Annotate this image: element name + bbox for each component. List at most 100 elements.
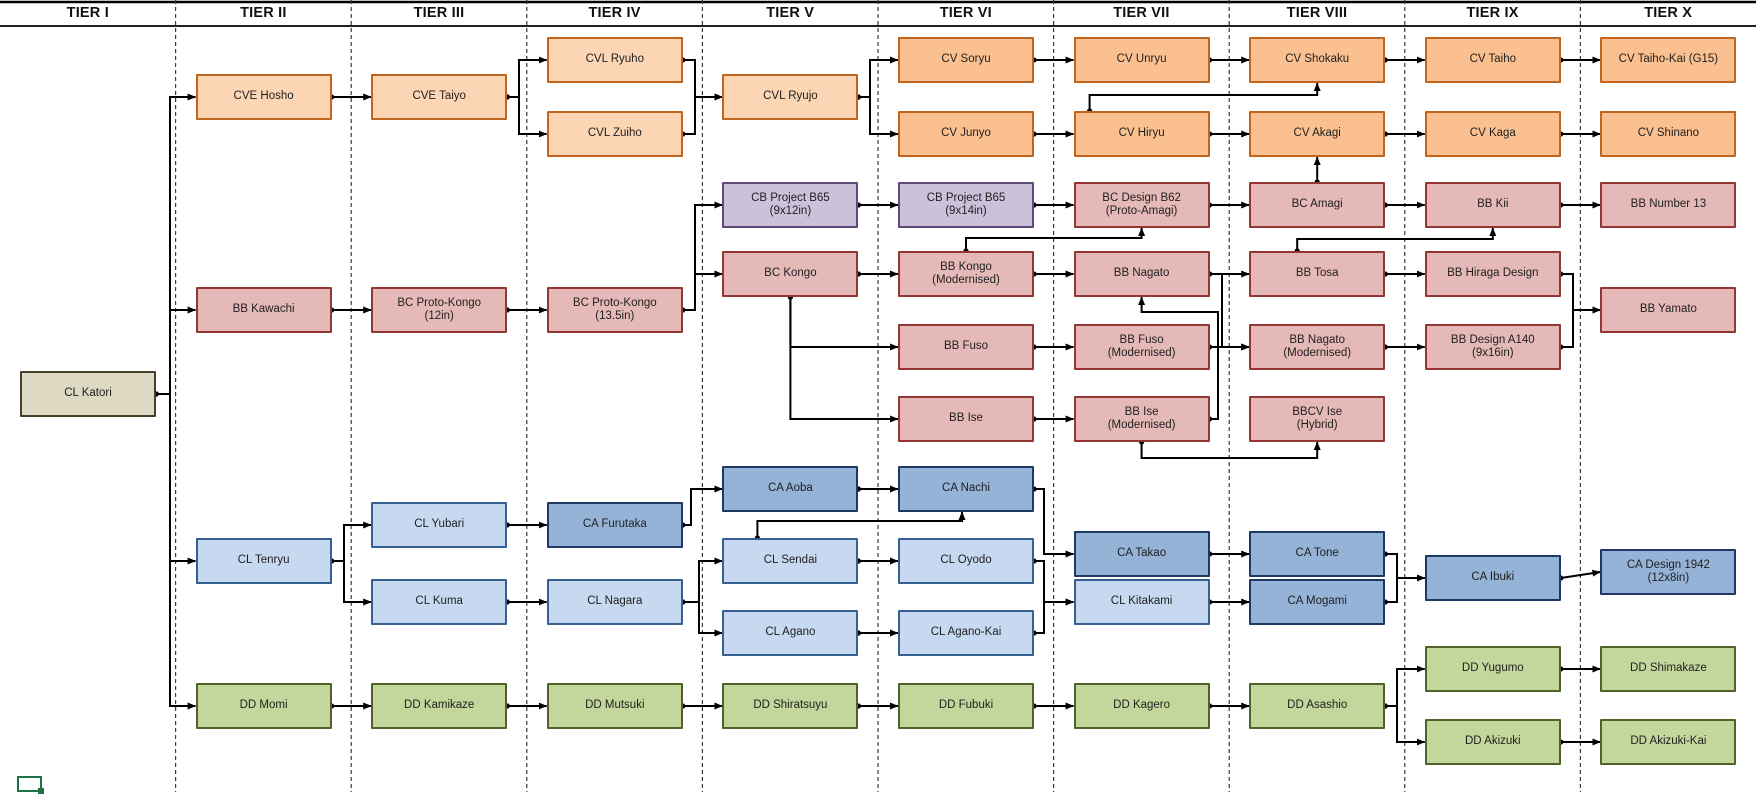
- node-hiraga[interactable]: BB Hiraga Design: [1424, 251, 1561, 297]
- node-agano[interactable]: CL Agano: [722, 610, 859, 656]
- node-sublabel: (Hybrid): [1296, 419, 1338, 431]
- node-label: CV Soryu: [941, 53, 991, 66]
- node-sublabel: (13.5in): [595, 310, 635, 322]
- node-label: BC Design B62: [1102, 191, 1181, 204]
- node-nagatomod[interactable]: BB Nagato(Modernised): [1249, 324, 1386, 370]
- node-a140[interactable]: BB Design A140(9x16in): [1424, 324, 1561, 370]
- node-label: CB Project B65: [926, 191, 1006, 204]
- selected-cell-marker[interactable]: [17, 776, 42, 792]
- node-kii[interactable]: BB Kii: [1424, 182, 1561, 228]
- node-oyodo[interactable]: CL Oyodo: [898, 538, 1034, 584]
- node-kongomod[interactable]: BB Kongo(Modernised): [898, 251, 1034, 297]
- node-label: BB Ise: [1124, 405, 1159, 418]
- node-ibuki[interactable]: CA Ibuki: [1424, 555, 1561, 601]
- connector: [754, 511, 966, 541]
- node-tosa[interactable]: BB Tosa: [1249, 251, 1386, 297]
- node-unryu[interactable]: CV Unryu: [1073, 37, 1210, 83]
- node-ise[interactable]: BB Ise: [898, 396, 1034, 442]
- node-zuiho[interactable]: CVL Zuiho: [546, 111, 683, 157]
- node-label: BB Tosa: [1295, 267, 1339, 280]
- node-fusomod[interactable]: BB Fuso(Modernised): [1073, 324, 1210, 370]
- node-tenryu[interactable]: CL Tenryu: [195, 538, 332, 584]
- node-fuso[interactable]: BB Fuso: [898, 324, 1034, 370]
- node-taiyo[interactable]: CVE Taiyo: [371, 74, 508, 120]
- tier-header-7: TIER VII: [1113, 5, 1170, 21]
- node-b65b[interactable]: CB Project B65(9x14in): [898, 182, 1034, 228]
- node-label: BC Kongo: [764, 267, 817, 280]
- node-sublabel: (Modernised): [1107, 419, 1176, 431]
- node-label: CV Unryu: [1116, 53, 1167, 66]
- node-no13[interactable]: BB Number 13: [1600, 182, 1737, 228]
- node-katori[interactable]: CL Katori: [20, 371, 156, 417]
- connector: [329, 558, 372, 606]
- node-akizuki[interactable]: DD Akizuki: [1424, 719, 1561, 765]
- node-yugumo[interactable]: DD Yugumo: [1424, 646, 1561, 692]
- node-label: BB Fuso: [943, 340, 989, 353]
- node-shinano[interactable]: CV Shinano: [1600, 111, 1737, 157]
- node-label: BB Kongo: [940, 260, 992, 273]
- node-soryu[interactable]: CV Soryu: [898, 37, 1034, 83]
- node-mutsuki[interactable]: DD Mutsuki: [546, 683, 683, 729]
- node-label: BB Kawachi: [232, 303, 295, 316]
- node-design1942[interactable]: CA Design 1942(12x8in): [1600, 549, 1737, 595]
- connector: [1558, 306, 1601, 350]
- node-b62[interactable]: BC Design B62(Proto-Amagi): [1073, 182, 1210, 228]
- node-momi[interactable]: DD Momi: [195, 683, 332, 729]
- node-kamikaze[interactable]: DD Kamikaze: [371, 683, 508, 729]
- connector: [680, 270, 723, 313]
- node-nagara[interactable]: CL Nagara: [546, 579, 683, 625]
- node-label: CVE Hosho: [233, 90, 294, 103]
- node-hosho[interactable]: CVE Hosho: [195, 74, 332, 120]
- node-nagato[interactable]: BB Nagato: [1073, 251, 1210, 297]
- node-ryujo[interactable]: CVL Ryujo: [722, 74, 859, 120]
- node-akizukikai[interactable]: DD Akizuki-Kai: [1600, 719, 1737, 765]
- fill-handle[interactable]: [38, 788, 44, 794]
- node-isemod[interactable]: BB Ise(Modernised): [1073, 396, 1210, 442]
- node-amagi[interactable]: BC Amagi: [1249, 182, 1386, 228]
- node-fubuki[interactable]: DD Fubuki: [898, 683, 1034, 729]
- node-aganokai[interactable]: CL Agano-Kai: [898, 610, 1034, 656]
- node-sublabel: (12in): [424, 310, 454, 322]
- node-asashio[interactable]: DD Asashio: [1249, 683, 1386, 729]
- tier-header-1: TIER I: [66, 5, 109, 21]
- node-akagi[interactable]: CV Akagi: [1249, 111, 1386, 157]
- node-kongo[interactable]: BC Kongo: [722, 251, 859, 297]
- node-label: CL Kuma: [415, 595, 463, 608]
- connector: [1087, 82, 1321, 114]
- node-b65a[interactable]: CB Project B65(9x12in): [722, 182, 859, 228]
- node-takao[interactable]: CA Takao: [1073, 531, 1210, 577]
- node-sendai[interactable]: CL Sendai: [722, 538, 859, 584]
- node-label: CA Takao: [1117, 547, 1167, 560]
- node-ryuho[interactable]: CVL Ryuho: [546, 37, 683, 83]
- node-aoba[interactable]: CA Aoba: [722, 466, 859, 512]
- node-yubari[interactable]: CL Yubari: [371, 502, 508, 548]
- node-label: BBCV Ise: [1292, 405, 1343, 418]
- node-hiryu[interactable]: CV Hiryu: [1073, 111, 1210, 157]
- node-tone[interactable]: CA Tone: [1249, 531, 1386, 577]
- node-bbcv[interactable]: BBCV Ise(Hybrid): [1249, 396, 1386, 442]
- node-taihokai[interactable]: CV Taiho-Kai (G15): [1600, 37, 1737, 83]
- node-label: CA Tone: [1295, 547, 1339, 560]
- node-kawachi[interactable]: BB Kawachi: [195, 287, 332, 333]
- node-label: DD Akizuki: [1464, 735, 1521, 748]
- node-taiho[interactable]: CV Taiho: [1424, 37, 1561, 83]
- tier-header-10: TIER X: [1644, 5, 1693, 21]
- node-shimakaze[interactable]: DD Shimakaze: [1600, 646, 1737, 692]
- node-shokaku[interactable]: CV Shokaku: [1249, 37, 1386, 83]
- node-label: DD Momi: [239, 699, 288, 712]
- node-sublabel: (Modernised): [1283, 347, 1352, 359]
- node-junyo[interactable]: CV Junyo: [898, 111, 1034, 157]
- node-kagero[interactable]: DD Kagero: [1073, 683, 1210, 729]
- node-nachi[interactable]: CA Nachi: [898, 466, 1034, 512]
- node-label: CV Shinano: [1637, 127, 1700, 140]
- node-mogami[interactable]: CA Mogami: [1249, 579, 1386, 625]
- node-pk12[interactable]: BC Proto-Kongo(12in): [371, 287, 508, 333]
- node-shiratsuyu[interactable]: DD Shiratsuyu: [722, 683, 859, 729]
- node-furutaka[interactable]: CA Furutaka: [546, 502, 683, 548]
- node-pk135[interactable]: BC Proto-Kongo(13.5in): [546, 287, 683, 333]
- node-label: DD Asashio: [1287, 699, 1348, 712]
- node-kuma[interactable]: CL Kuma: [371, 579, 508, 625]
- node-yamato[interactable]: BB Yamato: [1600, 287, 1737, 333]
- node-kaga[interactable]: CV Kaga: [1424, 111, 1561, 157]
- node-kitakami[interactable]: CL Kitakami: [1073, 579, 1210, 625]
